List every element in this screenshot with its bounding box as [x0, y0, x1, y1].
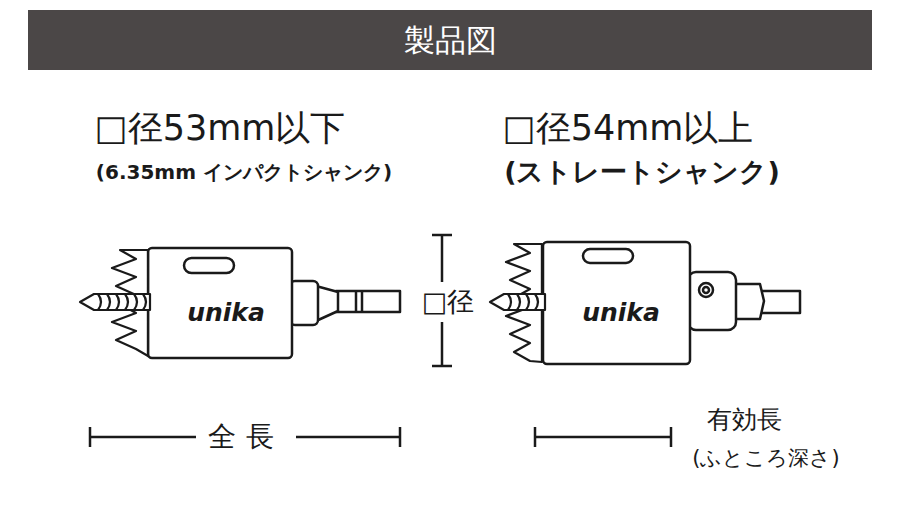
- dimension-line: [441, 322, 444, 366]
- dimension-label: □径: [418, 286, 479, 317]
- drill-flute: [116, 294, 119, 310]
- shank-type-label: (ストレートシャンク): [504, 156, 780, 187]
- drill-flute: [508, 294, 511, 310]
- drill-flute: [526, 294, 529, 310]
- dimension-tick: [432, 365, 452, 368]
- drill-flute: [517, 294, 520, 310]
- cup-slot: [583, 249, 633, 263]
- dimension-line: [90, 436, 196, 439]
- dimension-tick: [89, 427, 92, 447]
- dimension-label: 全長: [204, 421, 288, 453]
- dimension-line: [535, 436, 671, 439]
- size-range-label: □径53mm以下: [95, 108, 346, 148]
- brand-logo: unika: [187, 299, 265, 328]
- hex-shank: [336, 291, 400, 312]
- shank-groove: [355, 291, 358, 312]
- dimension-label: 有効長: [707, 406, 782, 435]
- pilot-drill: [80, 294, 150, 310]
- size-range-label: □径54mm以上: [503, 108, 754, 148]
- dimension-line: [296, 436, 400, 439]
- dimension-tick: [534, 427, 537, 447]
- dimension-tick: [670, 427, 673, 447]
- drill-flute: [98, 294, 101, 310]
- set-screw-inner: [703, 287, 709, 293]
- saw-cup: [148, 248, 292, 358]
- set-screw: [699, 283, 713, 297]
- shank-groove: [361, 291, 364, 312]
- cup-slot: [184, 258, 234, 273]
- drill-flute: [134, 294, 137, 310]
- shank-collar: [290, 281, 318, 325]
- drill-flute: [535, 294, 538, 310]
- brand-logo: unika: [582, 299, 660, 328]
- title: 製品図: [28, 10, 872, 70]
- arbor-body: [688, 272, 736, 330]
- dimension-tick: [432, 234, 452, 237]
- drill-flute: [107, 294, 110, 310]
- shank-type-label: (6.35mm インパクトシャンク): [96, 161, 392, 184]
- pilot-drill: [490, 294, 545, 310]
- dimension-tick: [399, 427, 402, 447]
- title-band: 製品図: [28, 10, 872, 70]
- dimension-line: [441, 235, 444, 282]
- dimension-note: (ふところ深さ): [692, 446, 839, 470]
- shank-cone: [316, 286, 338, 321]
- drill-flute: [143, 294, 146, 310]
- drill-flute: [125, 294, 128, 310]
- saw-cup: [543, 242, 690, 364]
